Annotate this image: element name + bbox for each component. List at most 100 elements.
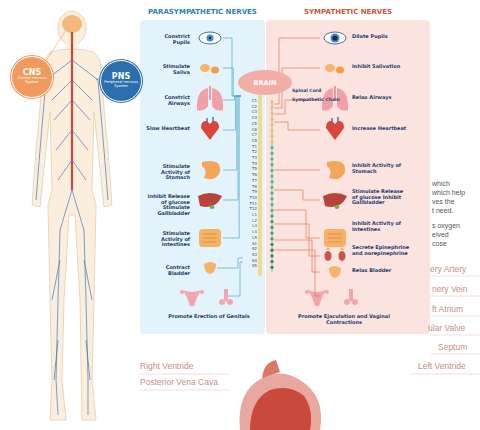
illustration-part [210,205,215,209]
illustration-part [72,190,88,415]
illustration-part [71,32,73,190]
illustration-part [270,169,273,172]
effect-label: Increase Heartbeat [352,126,410,132]
illustration-part [325,64,335,72]
vertebra-label: C3 [244,110,257,114]
sympathetic-panel: SYMPATHETIC NERVES [266,20,430,334]
vertebra-label: T9 [244,190,257,194]
illustration-part [54,100,72,120]
effect-label: Inhibit Salivation [352,64,410,70]
illustration-part [270,237,273,240]
vertebra-label: C7 [244,133,257,137]
illustration-part [270,203,273,206]
vertebra-label: T8 [244,185,257,189]
illustration-part [344,299,350,305]
illustration-part [270,100,273,103]
effect-label: Stimulate Release of glucose Inhibit Gal… [352,189,410,206]
illustration-part [203,234,217,242]
illustration-part [324,32,346,44]
effect-label: Constrict Pupils [146,34,190,45]
illustration-part [200,64,210,72]
node-subtitle: Peripheral nervous System [101,81,141,89]
illustration-part [327,161,345,179]
background-text: Left Ventride [418,362,478,372]
heart-illustration [239,360,321,430]
illustration-part [324,229,346,247]
illustration-part [223,96,241,200]
vertebra-label: T1 [244,145,257,149]
illustration-part [228,262,243,296]
illustration-part [62,15,82,33]
illustration-part [270,260,273,263]
illustration-part [270,152,273,155]
vertebra-label: C5 [244,122,257,126]
effect-label: Dilate Pupils [352,34,410,40]
illustration-part [140,276,480,390]
illustration-part [270,209,273,212]
node-subtitle: Central nervous System [12,77,52,85]
illustration-part [202,161,220,179]
illustration-part [199,229,221,247]
illustration-part [223,96,241,238]
illustration-part [325,251,332,261]
background-text: which help [432,189,478,197]
illustration-part [198,193,222,207]
illustration-part [258,94,262,274]
illustration-part [250,388,311,430]
illustration-part [212,88,223,111]
vertebra-label: T11 [244,202,257,206]
illustration-part [270,197,273,200]
illustration-part [326,247,344,250]
vertebra-label: C1 [244,99,257,103]
illustration-part [270,220,273,223]
illustration-part [72,100,90,120]
node-title: SYMPATHETIC NERVES [266,8,430,16]
illustration-part [227,299,233,305]
effect-label: Stimulate Activity of Stomach [146,164,190,181]
illustration-part [270,249,273,252]
illustration-part [52,80,72,100]
brain-shape: BRAIN [238,70,292,95]
illustration-part [328,234,342,242]
illustration-part [217,258,243,268]
background-text: Right Ventride [140,362,220,372]
illustration-part [331,34,340,43]
illustration-part [270,243,273,246]
effect-label: Inhibit Activity of Stomach [352,163,410,174]
effect-label: Slow Heartbeat [146,126,190,132]
illustration-part [223,38,241,96]
vertebra-label: S3 [244,253,257,257]
part-label: Spinal Cord [292,88,342,93]
effect-label: Contract Bladder [146,265,190,276]
illustration-part [329,266,341,278]
effect-label: Inhibit Release of glucose Stimulate Gal… [146,194,190,216]
illustration-part [270,140,273,143]
background-text: cose [432,240,478,248]
illustration-part [200,290,204,294]
effect-label: Constrict Airways [146,95,190,106]
vertebra-label: C2 [244,105,257,109]
effect-label: Secrete Epinephrine and norepinephrine [352,245,410,256]
illustration-part [339,251,346,261]
illustration-part [56,130,72,150]
illustration-part [274,100,320,114]
illustration-part [239,373,321,430]
background-text: t need. [432,207,478,215]
illustration-part [270,226,273,229]
background-text: nery Vein [432,285,478,295]
illustration-part [36,60,108,415]
illustration-part [274,38,320,104]
illustration-part [56,190,72,415]
effect-label: Relax Airways [352,95,410,101]
vertebra-label: T6 [244,173,257,177]
illustration-part [335,205,340,209]
node-title: PNS [112,73,130,81]
organ-illustrations [180,32,358,306]
illustration-part [270,112,273,115]
illustration-part [197,88,208,111]
illustration-part [270,186,273,189]
illustration-part [207,35,214,42]
effect-label: Inhibit Activity of Intestines [352,221,410,232]
illustration-part [86,340,90,380]
